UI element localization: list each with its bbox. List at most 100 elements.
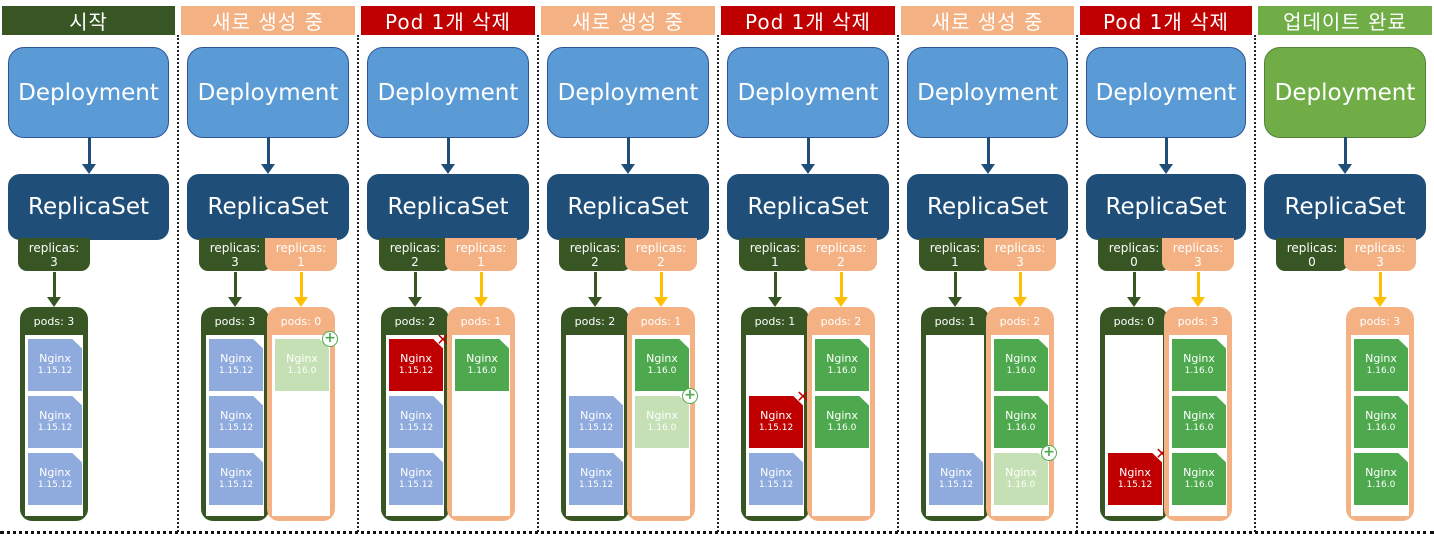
pod-name: Nginx <box>220 409 252 422</box>
pod-name: Nginx <box>400 409 432 422</box>
pod-version: 1.15.12 <box>218 423 254 433</box>
pods-count: pods: 2 <box>394 315 436 328</box>
new-pods-arrow <box>1013 272 1027 307</box>
pod-name: Nginx <box>940 466 972 479</box>
old-replicas-tab: replicas:2 <box>379 238 451 271</box>
replicas-label: replicas: <box>1108 240 1160 255</box>
pod-version: 1.16.0 <box>827 423 857 433</box>
pod-name: Nginx <box>1365 409 1397 422</box>
replicas-label: replicas: <box>929 240 981 255</box>
x-mark-icon: ✕ <box>436 330 450 349</box>
new-replicas-tab: replicas:2 <box>625 238 697 271</box>
pod-version: 1.16.0 <box>827 366 857 376</box>
replicas-count: 1 <box>951 254 959 269</box>
pods-count: pods: 0 <box>1113 315 1155 328</box>
old-replicas-tab: replicas:2 <box>559 238 631 271</box>
old-pods-arrow <box>588 272 602 307</box>
pod-version: 1.15.12 <box>578 480 614 490</box>
pod-version: 1.15.12 <box>37 423 73 433</box>
pod-name: Nginx <box>646 352 678 365</box>
pod-name: Nginx <box>1183 409 1215 422</box>
new-replicas-tab: replicas:3 <box>1344 238 1416 271</box>
new-pods-arrow <box>294 272 308 307</box>
new-pods-arrow <box>654 272 668 307</box>
pod-version: 1.16.0 <box>1184 480 1214 490</box>
replicas-count: 1 <box>297 254 305 269</box>
replicas-label: replicas: <box>1172 240 1224 255</box>
pod-name: Nginx <box>826 409 858 422</box>
pod-version: 1.15.12 <box>218 480 254 490</box>
replicas-count: 1 <box>477 254 485 269</box>
old-replicas-tab: replicas:1 <box>739 238 811 271</box>
deployment-arrow <box>980 137 995 174</box>
pod-name: Nginx <box>760 466 792 479</box>
pod-name: Nginx <box>39 466 71 479</box>
new-replicas-tab: replicas:3 <box>984 238 1056 271</box>
stage-header: 시작 <box>2 6 175 35</box>
replicas-count: 3 <box>50 254 58 269</box>
x-mark-icon: ✕ <box>796 387 810 406</box>
pod-version: 1.15.12 <box>37 366 73 376</box>
pod-version: 1.15.12 <box>758 480 794 490</box>
stage-divider <box>717 35 719 532</box>
pod-version: 1.15.12 <box>758 423 794 433</box>
replicas-label: replicas: <box>569 240 621 255</box>
stage-divider <box>1076 35 1078 532</box>
new-pods-arrow <box>1373 272 1387 307</box>
stage-header: Pod 1개 삭제 <box>721 6 895 35</box>
pod-name: Nginx <box>466 352 498 365</box>
replicas-label: replicas: <box>815 240 867 255</box>
old-pods-arrow <box>768 272 782 307</box>
replicaset-box: ReplicaSet <box>907 174 1068 240</box>
replicaset-box: ReplicaSet <box>367 174 529 240</box>
pod-version: 1.15.12 <box>578 423 614 433</box>
replicas-label: replicas: <box>455 240 507 255</box>
deployment-arrow <box>801 137 815 174</box>
deployment-box: Deployment <box>727 47 889 138</box>
deployment-arrow <box>621 137 635 174</box>
pod-name: Nginx <box>580 466 612 479</box>
new-pods-arrow <box>1191 272 1205 307</box>
pods-count: pods: 1 <box>640 315 682 328</box>
pod-name: Nginx <box>646 409 678 422</box>
replicaset-box: ReplicaSet <box>547 174 709 240</box>
replicas-count: 3 <box>1376 254 1384 269</box>
stage-header: 새로 생성 중 <box>541 6 715 35</box>
replicas-count: 3 <box>1194 254 1202 269</box>
pod-name: Nginx <box>1005 466 1037 479</box>
pods-count: pods: 2 <box>820 315 862 328</box>
stage-header: 업데이트 완료 <box>1258 6 1432 35</box>
pod-version: 1.16.0 <box>287 366 317 376</box>
pod-name: Nginx <box>1365 466 1397 479</box>
deployment-arrow <box>441 137 455 174</box>
replicas-count: 2 <box>837 254 845 269</box>
